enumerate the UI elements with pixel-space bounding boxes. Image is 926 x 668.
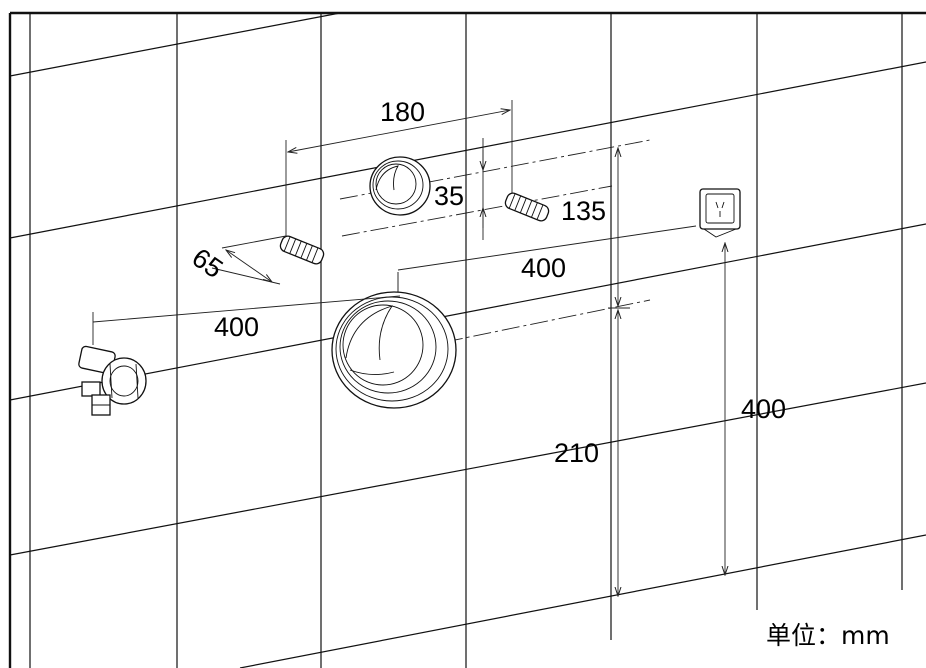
dim-180: 180 — [285, 97, 513, 240]
dim-180-label: 180 — [380, 97, 425, 127]
bolt-icon — [279, 235, 325, 265]
flush-plate-icon — [369, 156, 431, 216]
dim-400-right: 400 — [725, 243, 786, 575]
power-socket-icon — [699, 188, 741, 238]
dim-400-left-label: 400 — [214, 312, 259, 342]
dim-135-label: 135 — [561, 196, 606, 226]
drain-pipe-icon — [331, 272, 457, 409]
unit-label: 单位：mm — [766, 621, 890, 650]
dim-65: 65 — [187, 235, 287, 285]
dim-400-upper-label: 400 — [521, 253, 566, 283]
wall-frame — [8, 11, 926, 668]
angle-valve-icon — [78, 345, 147, 416]
dim-400-left: 400 — [92, 295, 401, 345]
dim-400-right-label: 400 — [741, 394, 786, 424]
tile-grid-vertical — [29, 13, 903, 668]
bolt-icon — [504, 192, 550, 222]
dim-65-label: 65 — [187, 242, 229, 284]
dim-210: 210 — [554, 148, 630, 596]
dim-400-upper: 400 — [397, 225, 697, 283]
dim-35: 35 — [434, 138, 483, 240]
dim-210-label: 210 — [554, 438, 599, 468]
tile-grid-horizontal — [9, 12, 926, 668]
dim-35-label: 35 — [434, 181, 464, 211]
